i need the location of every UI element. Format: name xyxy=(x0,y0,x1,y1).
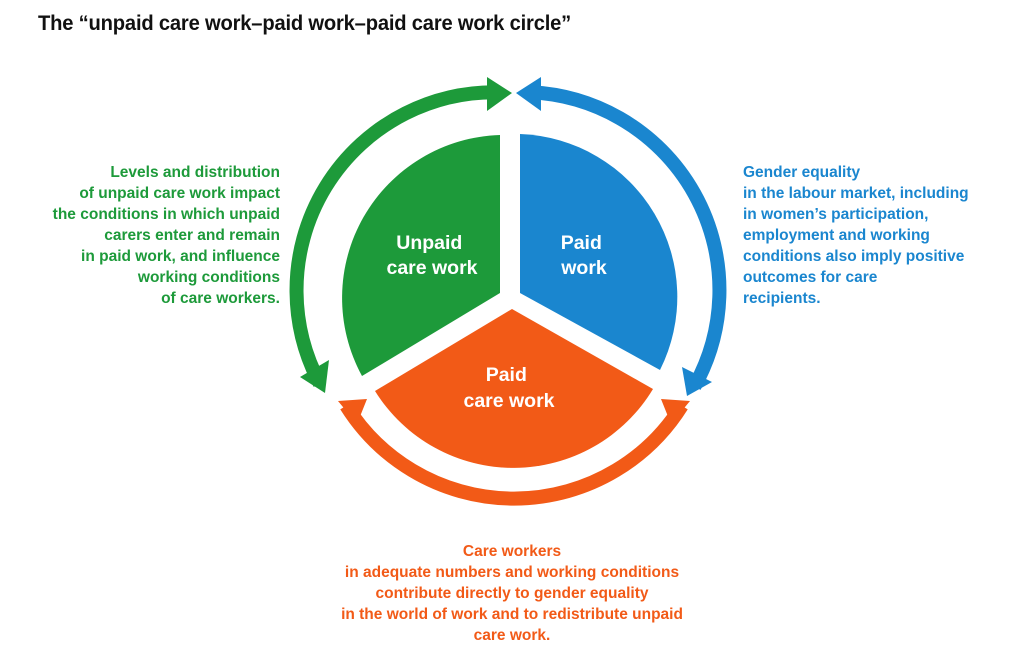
note-line: in the labour market, including xyxy=(743,185,969,202)
segment-label-line: Unpaid xyxy=(396,232,462,254)
green-arrow-head-bottom xyxy=(300,360,329,393)
note-line: in the world of work and to redistribute… xyxy=(341,606,683,623)
note-line: outcomes for care xyxy=(743,269,878,286)
blue-arrow-head-bottom xyxy=(682,367,712,396)
orange-arrow-head-right xyxy=(661,399,690,424)
segment-label-line: care work xyxy=(386,257,477,279)
segment-label-paid-care-work: Paid care work xyxy=(463,364,554,412)
segment-unpaid-care-work xyxy=(342,135,500,376)
note-line: Care workers xyxy=(462,543,562,560)
page-title: The “unpaid care work–paid work–paid car… xyxy=(38,12,572,35)
note-paid-work: Gender equality in the labour market, in… xyxy=(743,162,969,309)
segment-label-line: work xyxy=(560,257,607,279)
note-line: of care workers. xyxy=(161,290,280,307)
blue-arrow-head-top xyxy=(516,77,541,111)
note-line: the conditions in which unpaid xyxy=(52,206,280,223)
note-line: recipients. xyxy=(743,290,821,307)
orange-arrow xyxy=(340,401,688,506)
note-line: in paid work, and influence xyxy=(81,248,280,265)
note-line: working conditions xyxy=(137,269,280,286)
orange-arrow-head-left xyxy=(338,399,367,424)
segment-label-unpaid-care-work: Unpaid care work xyxy=(386,232,477,279)
segment-label-line: care work xyxy=(463,390,554,412)
segment-paid-care-work xyxy=(375,309,653,468)
segment-paid-work xyxy=(520,134,678,370)
note-line: of unpaid care work impact xyxy=(79,185,280,202)
note-line: conditions also imply positive xyxy=(743,248,965,265)
green-arrow-head-top xyxy=(487,77,512,111)
note-line: carers enter and remain xyxy=(104,227,280,244)
segment-label-paid-work: Paid work xyxy=(560,232,607,279)
segment-label-line: Paid xyxy=(561,232,602,254)
segment-label-line: Paid xyxy=(486,364,527,386)
note-unpaid-care-work: Levels and distribution of unpaid care w… xyxy=(53,162,280,309)
note-line: contribute directly to gender equality xyxy=(375,585,649,602)
blue-arrow xyxy=(530,85,727,390)
note-line: in women’s participation, xyxy=(743,206,929,223)
note-paid-care-work: Care workers in adequate numbers and wor… xyxy=(0,541,1024,646)
note-line: Gender equality xyxy=(743,164,861,181)
note-line: in adequate numbers and working conditio… xyxy=(344,564,680,581)
green-arrow xyxy=(289,85,498,387)
note-line: employment and working xyxy=(743,227,930,244)
note-line: Levels and distribution xyxy=(110,164,280,181)
note-line: care work. xyxy=(473,627,551,644)
